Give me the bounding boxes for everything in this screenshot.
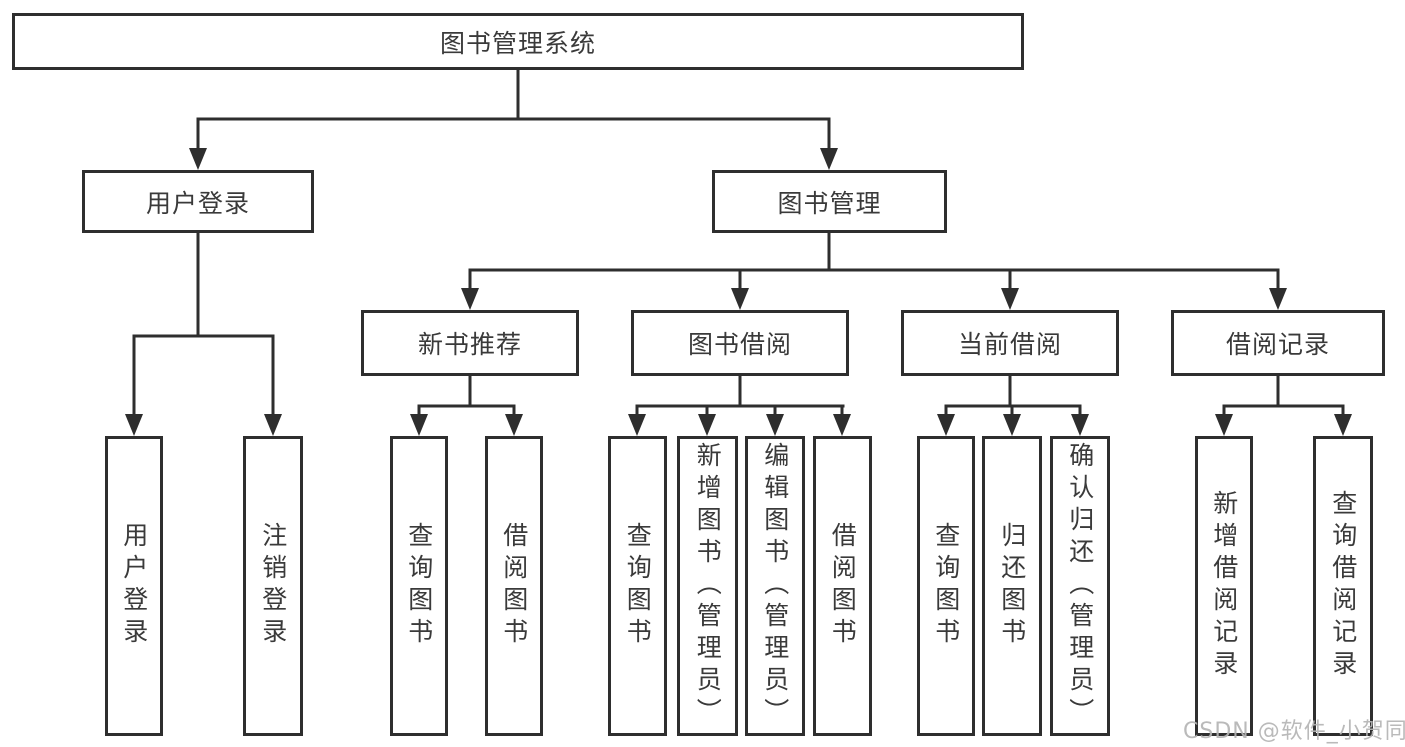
node-borrow-record: 借阅记录 (1171, 310, 1385, 376)
leaf-new-borrow-book-label: 借阅图书 (499, 522, 529, 650)
leaf-record-query-borrow-record-label: 查询借阅记录 (1328, 490, 1358, 682)
leaf-borrow-borrow-book: 借阅图书 (813, 436, 872, 736)
leaf-current-return-book-label: 归还图书 (997, 522, 1027, 650)
leaf-borrow-query-book-label: 查询图书 (623, 522, 653, 650)
leaf-new-query-book-label: 查询图书 (404, 522, 434, 650)
leaf-logout-login: 注销登录 (243, 436, 303, 736)
leaf-current-return-book: 归还图书 (982, 436, 1042, 736)
leaf-user-login-label: 用户登录 (119, 522, 149, 650)
leaf-record-add-borrow-record-label: 新增借阅记录 (1209, 490, 1239, 682)
leaf-borrow-edit-book-admin: 编辑图书（管理员） (745, 436, 805, 736)
leaf-borrow-add-book-admin: 新增图书（管理员） (677, 436, 738, 736)
leaf-current-confirm-return-admin-label: 确认归还（管理员） (1065, 442, 1095, 730)
node-new-book-recommend: 新书推荐 (361, 310, 579, 376)
node-user-login: 用户登录 (82, 170, 314, 233)
node-user-login-label: 用户登录 (145, 188, 250, 218)
leaf-new-borrow-book: 借阅图书 (485, 436, 543, 736)
leaf-new-query-book: 查询图书 (390, 436, 448, 736)
leaf-borrow-query-book: 查询图书 (608, 436, 667, 736)
leaf-current-query-book: 查询图书 (917, 436, 975, 736)
node-new-book-recommend-label: 新书推荐 (417, 330, 522, 359)
csdn-watermark: CSDN @软件_小贺同学 (1183, 719, 1405, 744)
leaf-user-login: 用户登录 (105, 436, 163, 736)
leaf-current-query-book-label: 查询图书 (931, 522, 961, 650)
leaf-current-confirm-return-admin: 确认归还（管理员） (1050, 436, 1110, 736)
node-book-management-label: 图书管理 (777, 188, 882, 218)
node-root-label: 图书管理系统 (439, 28, 596, 58)
leaf-logout-login-label: 注销登录 (258, 522, 288, 650)
leaf-borrow-add-book-admin-label: 新增图书（管理员） (693, 442, 723, 730)
leaf-borrow-borrow-book-label: 借阅图书 (828, 522, 858, 650)
leaf-record-query-borrow-record: 查询借阅记录 (1313, 436, 1373, 736)
node-current-borrow: 当前借阅 (901, 310, 1119, 376)
node-current-borrow-label: 当前借阅 (957, 330, 1062, 359)
node-borrow-record-label: 借阅记录 (1225, 330, 1330, 359)
leaf-record-add-borrow-record: 新增借阅记录 (1195, 436, 1253, 736)
node-root: 图书管理系统 (12, 13, 1024, 70)
node-book-borrow: 图书借阅 (631, 310, 849, 376)
node-book-management: 图书管理 (712, 170, 947, 233)
node-book-borrow-label: 图书借阅 (687, 330, 792, 359)
leaf-borrow-edit-book-admin-label: 编辑图书（管理员） (760, 442, 790, 730)
